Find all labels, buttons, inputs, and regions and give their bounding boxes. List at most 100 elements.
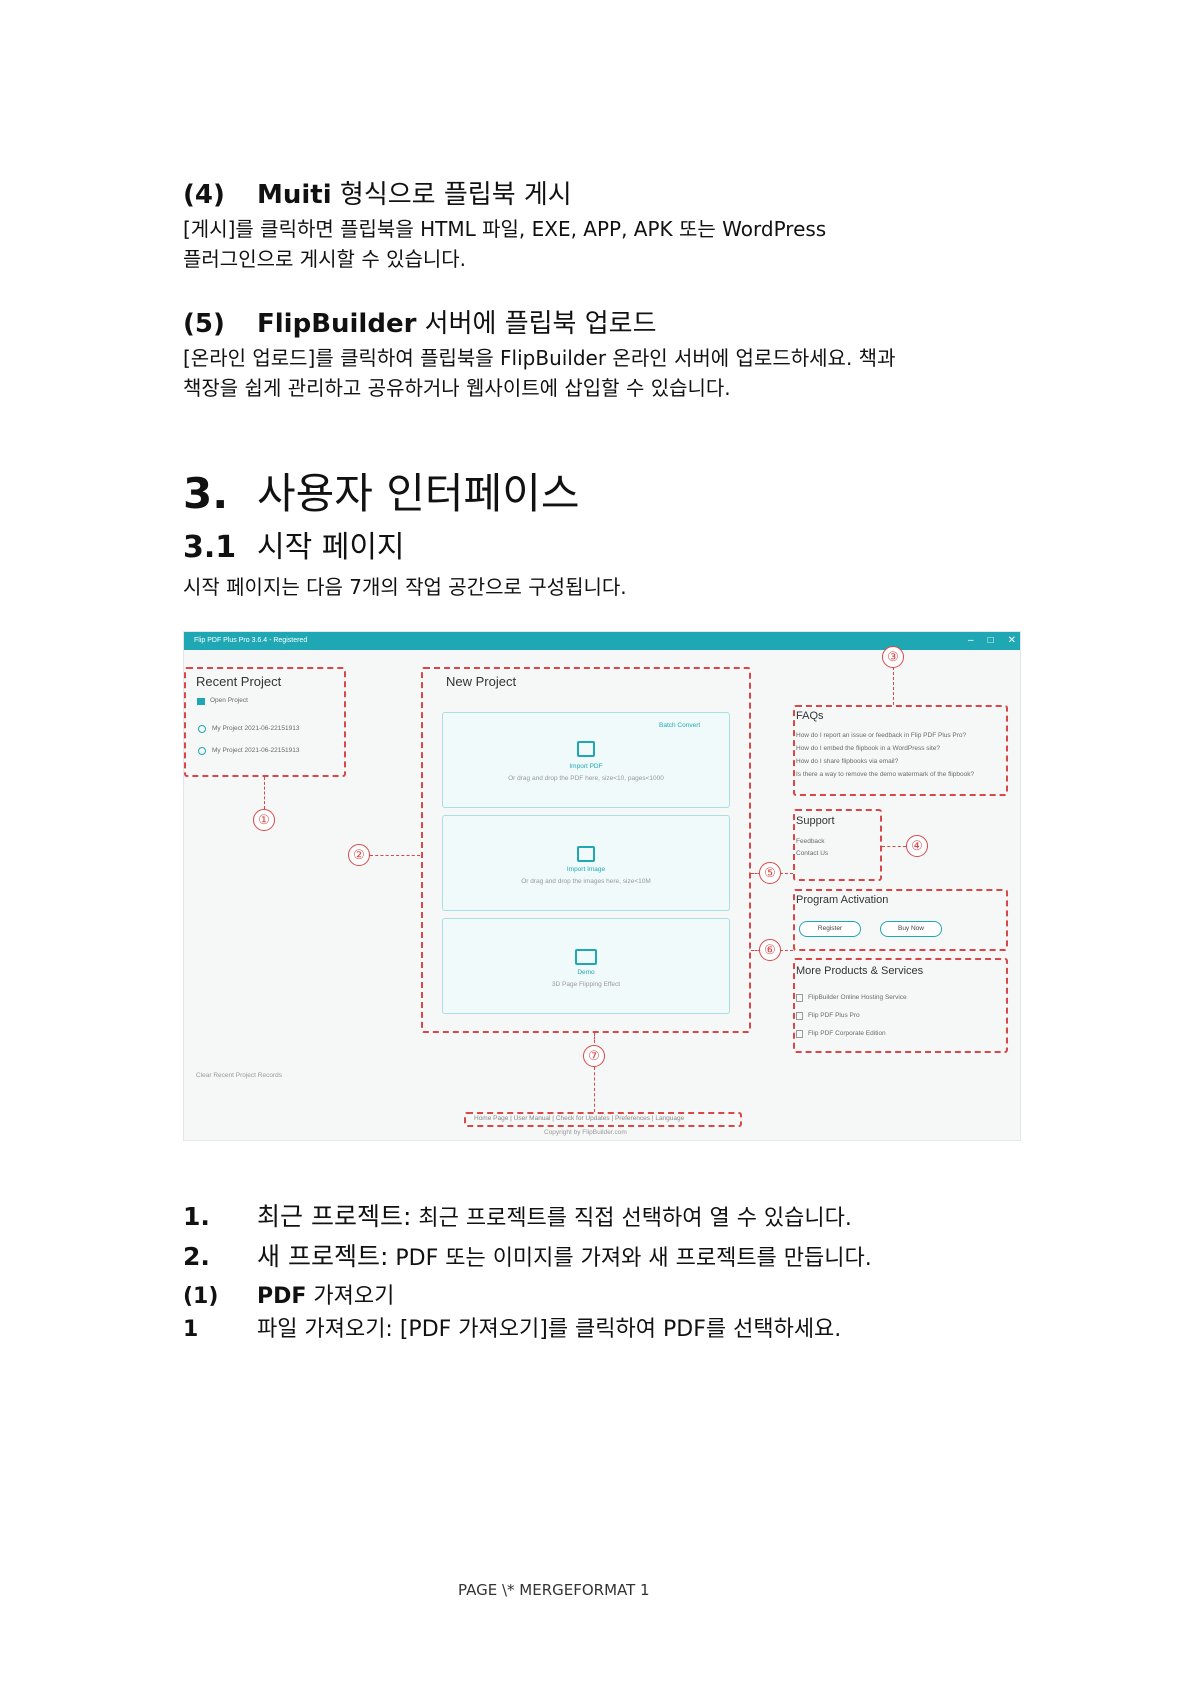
subsection-intro: 시작 페이지는 다음 7개의 작업 공간으로 구성됩니다. bbox=[183, 575, 627, 599]
subsection-number: 3.1 bbox=[183, 530, 237, 565]
sub-item-1-number: (1) bbox=[183, 1284, 219, 1309]
section-4-para-line1: [게시]를 클릭하면 플립북을 HTML 파일, EXE, APP, APK 또… bbox=[183, 217, 827, 241]
activation-outline bbox=[793, 889, 1008, 951]
connector-6b bbox=[775, 950, 793, 951]
section-4-para-line2: 플러그인으로 게시할 수 있습니다. bbox=[183, 247, 467, 271]
user-manual-link[interactable]: User Manual bbox=[513, 1115, 551, 1122]
close-icon[interactable]: ✕ bbox=[1007, 635, 1016, 646]
section-5-title-rest: 서버에 플립북 업로드 bbox=[416, 309, 657, 339]
project-icon bbox=[198, 725, 206, 733]
sub-item-1: (1) PDF 가져오기 bbox=[183, 1280, 1043, 1314]
copyright-text: Copyright by FlipBuilder.com bbox=[544, 1129, 627, 1136]
start-page-screenshot: Flip PDF Plus Pro 3.6.4 - Registered – □… bbox=[183, 631, 1021, 1141]
list-item-2-number: 2. bbox=[183, 1242, 210, 1271]
connector-3 bbox=[893, 667, 894, 705]
footer-links-outline bbox=[464, 1112, 742, 1127]
faqs-outline bbox=[793, 705, 1008, 796]
check-updates-link[interactable]: Check for Updates bbox=[555, 1115, 610, 1122]
new-project-title: New Project bbox=[446, 674, 517, 689]
section-5-number: (5) bbox=[183, 309, 225, 339]
list-item-1-text: 최근 프로젝트를 직접 선택하여 열 수 있습니다. bbox=[411, 1206, 852, 1231]
import-image-card[interactable]: Import Image Or drag and drop the images… bbox=[442, 815, 730, 911]
window-title: Flip PDF Plus Pro 3.6.4 - Registered bbox=[194, 637, 308, 644]
recent-project-outline bbox=[184, 667, 346, 777]
demo-card[interactable]: Demo 3D Page Flipping Effect bbox=[442, 918, 730, 1014]
list-item-2-label: 새 프로젝트: bbox=[257, 1242, 389, 1271]
list-item-1-label: 최근 프로젝트: bbox=[257, 1202, 412, 1231]
window-titlebar: Flip PDF Plus Pro 3.6.4 - Registered – □… bbox=[184, 632, 1020, 650]
faq-item[interactable]: How do I embed the flipbook in a WordPre… bbox=[796, 745, 941, 752]
faq-item[interactable]: How do I report an issue or feedback in … bbox=[796, 732, 967, 739]
import-image-label: Import Image bbox=[566, 866, 606, 873]
connector-7b bbox=[594, 1067, 595, 1112]
section-5-title-bold: FlipBuilder bbox=[257, 309, 417, 339]
preferences-link[interactable]: Preferences bbox=[614, 1115, 651, 1122]
import-pdf-hint: Or drag and drop the PDF here, size<10, … bbox=[508, 775, 664, 782]
callout-2: ② bbox=[348, 844, 370, 866]
faq-item[interactable]: How do I share flipbooks via email? bbox=[796, 758, 899, 765]
recent-project-title: Recent Project bbox=[196, 674, 282, 689]
section-5-heading: (5) FlipBuilder 서버에 플립북 업로드 bbox=[183, 307, 1043, 341]
import-pdf-card[interactable]: Batch Convert Import PDF Or drag and dro… bbox=[442, 712, 730, 808]
list-item-1: 1. 최근 프로젝트: 최근 프로젝트를 직접 선택하여 열 수 있습니다. bbox=[183, 1200, 1043, 1234]
connector-1 bbox=[264, 777, 265, 809]
register-button[interactable]: Register bbox=[799, 921, 861, 937]
project-icon bbox=[198, 747, 206, 755]
more-products-outline bbox=[793, 958, 1008, 1053]
document-icon bbox=[796, 1030, 803, 1038]
more-products-title: More Products & Services bbox=[796, 965, 924, 977]
clear-recent-link[interactable]: Clear Recent Project Records bbox=[196, 1072, 282, 1079]
activation-title: Program Activation bbox=[796, 894, 889, 906]
faqs-title: FAQs bbox=[796, 710, 824, 722]
callout-4: ④ bbox=[906, 835, 928, 857]
recent-project-item[interactable]: My Project 2021-06-22151913 bbox=[212, 747, 300, 754]
subsection-heading: 3.1 시작 페이지 bbox=[183, 528, 1043, 568]
callout-7: ⑦ bbox=[583, 1045, 605, 1067]
subsection-title: 시작 페이지 bbox=[257, 530, 405, 565]
callout-1: ① bbox=[253, 809, 275, 831]
demo-label: Demo bbox=[577, 969, 595, 976]
support-title: Support bbox=[796, 815, 835, 827]
connector-2 bbox=[370, 855, 420, 856]
batch-convert-link[interactable]: Batch Convert bbox=[659, 722, 701, 729]
document-icon bbox=[796, 994, 803, 1002]
more-product-item[interactable]: Flip PDF Corporate Edition bbox=[808, 1030, 886, 1037]
home-page-link[interactable]: Home Page bbox=[474, 1115, 509, 1122]
list-item-1-number: 1. bbox=[183, 1202, 210, 1231]
section-4-number: (4) bbox=[183, 180, 225, 210]
step-item-1: 1 파일 가져오기: [PDF 가져오기]를 클릭하여 PDF를 선택하세요. bbox=[183, 1313, 1043, 1347]
list-item-2: 2. 새 프로젝트: PDF 또는 이미지를 가져와 새 프로젝트를 만듭니다. bbox=[183, 1240, 1043, 1274]
connector-4 bbox=[882, 846, 906, 847]
language-link[interactable]: Language bbox=[655, 1115, 685, 1122]
maximize-icon[interactable]: □ bbox=[987, 635, 994, 646]
section-4-title-rest: 형식으로 플립북 게시 bbox=[331, 180, 572, 210]
book-icon bbox=[575, 949, 597, 965]
feedback-link[interactable]: Feedback bbox=[796, 838, 825, 845]
faq-item[interactable]: Is there a way to remove the demo waterm… bbox=[796, 771, 975, 778]
minimize-icon[interactable]: – bbox=[968, 635, 974, 646]
connector-7a bbox=[594, 1033, 595, 1043]
more-product-item[interactable]: FlipBuilder Online Hosting Service bbox=[808, 994, 907, 1001]
new-project-outline bbox=[421, 667, 751, 1033]
connector-5b bbox=[775, 873, 793, 874]
folder-icon bbox=[197, 698, 205, 705]
import-image-icon bbox=[577, 846, 595, 862]
connector-5a bbox=[751, 873, 761, 874]
buy-now-button[interactable]: Buy Now bbox=[880, 921, 942, 937]
chapter-number: 3. bbox=[183, 469, 229, 518]
step-item-1-number: 1 bbox=[183, 1317, 199, 1342]
open-project-link[interactable]: Open Project bbox=[210, 697, 248, 704]
sub-item-1-text: 가져오기 bbox=[306, 1284, 395, 1309]
recent-project-item[interactable]: My Project 2021-06-22151913 bbox=[212, 725, 300, 732]
connector-6a bbox=[751, 950, 761, 951]
callout-5: ⑤ bbox=[759, 862, 781, 884]
demo-hint: 3D Page Flipping Effect bbox=[551, 981, 621, 988]
import-image-hint: Or drag and drop the images here, size<1… bbox=[521, 878, 651, 885]
contact-us-link[interactable]: Contact Us bbox=[796, 850, 829, 857]
chapter-heading: 3. 사용자 인터페이스 bbox=[183, 468, 1043, 520]
list-item-2-text: PDF 또는 이미지를 가져와 새 프로젝트를 만듭니다. bbox=[388, 1246, 872, 1271]
step-item-1-text: 파일 가져오기: [PDF 가져오기]를 클릭하여 PDF를 선택하세요. bbox=[257, 1317, 842, 1342]
section-5-para-line1: [온라인 업로드]를 클릭하여 플립북을 FlipBuilder 온라인 서버에… bbox=[183, 346, 896, 370]
support-outline bbox=[793, 809, 882, 881]
more-product-item[interactable]: Flip PDF Plus Pro bbox=[808, 1012, 860, 1019]
